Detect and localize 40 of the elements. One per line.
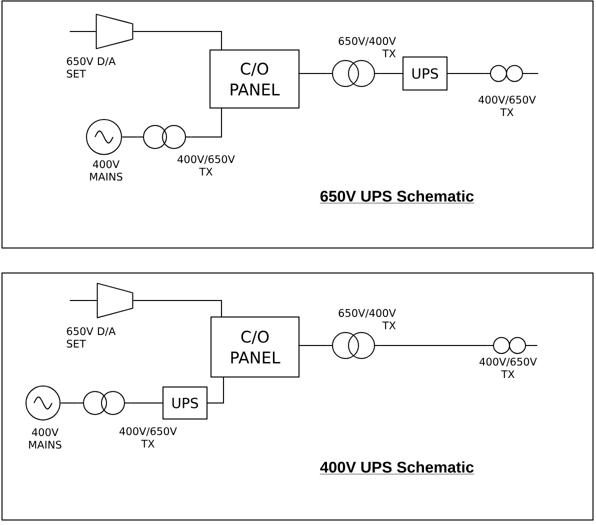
component-label: 400V MAINS bbox=[29, 428, 62, 449]
wire bbox=[132, 300, 222, 317]
component-label: 400V/650V TX bbox=[178, 155, 235, 176]
generator-symbol bbox=[96, 14, 134, 50]
generator-symbol bbox=[96, 282, 134, 318]
component-label: 650V D/A SET bbox=[66, 327, 116, 348]
wire bbox=[380, 345, 488, 346]
panel-box: C/O PANEL bbox=[210, 50, 300, 108]
panel-box: C/O PANEL bbox=[210, 316, 300, 378]
component-label: 650V D/A SET bbox=[66, 57, 116, 78]
ups-box: UPS bbox=[162, 386, 208, 420]
wire bbox=[207, 377, 224, 404]
ac-source-symbol bbox=[86, 119, 122, 155]
wire bbox=[122, 136, 138, 138]
wire bbox=[299, 345, 328, 346]
wire bbox=[380, 73, 403, 74]
wire bbox=[130, 402, 163, 404]
component-label: 650V/400V TX bbox=[338, 309, 396, 330]
wire bbox=[447, 73, 486, 74]
component-label: 400V MAINS bbox=[90, 160, 122, 181]
wire bbox=[69, 300, 98, 301]
wire bbox=[528, 73, 539, 74]
component-label: 400V/650V TX bbox=[480, 358, 537, 378]
ac-source-symbol bbox=[26, 386, 60, 420]
wire bbox=[69, 31, 96, 32]
wire bbox=[299, 73, 328, 74]
transformer-symbol bbox=[326, 60, 381, 87]
component-label: 650V/400V TX bbox=[338, 37, 396, 58]
transformer-symbol bbox=[487, 337, 532, 354]
transformer-symbol bbox=[326, 332, 381, 359]
wire bbox=[132, 31, 222, 50]
wire bbox=[190, 108, 222, 138]
component-label: 400V/650V TX bbox=[120, 427, 177, 448]
wire bbox=[60, 402, 78, 404]
ups-box: UPS bbox=[402, 56, 448, 90]
transformer-symbol bbox=[77, 391, 131, 415]
component-label: 400V/650V TX bbox=[478, 96, 536, 116]
wire bbox=[530, 345, 538, 346]
transformer-symbol bbox=[484, 65, 529, 82]
transformer-symbol bbox=[137, 125, 192, 149]
